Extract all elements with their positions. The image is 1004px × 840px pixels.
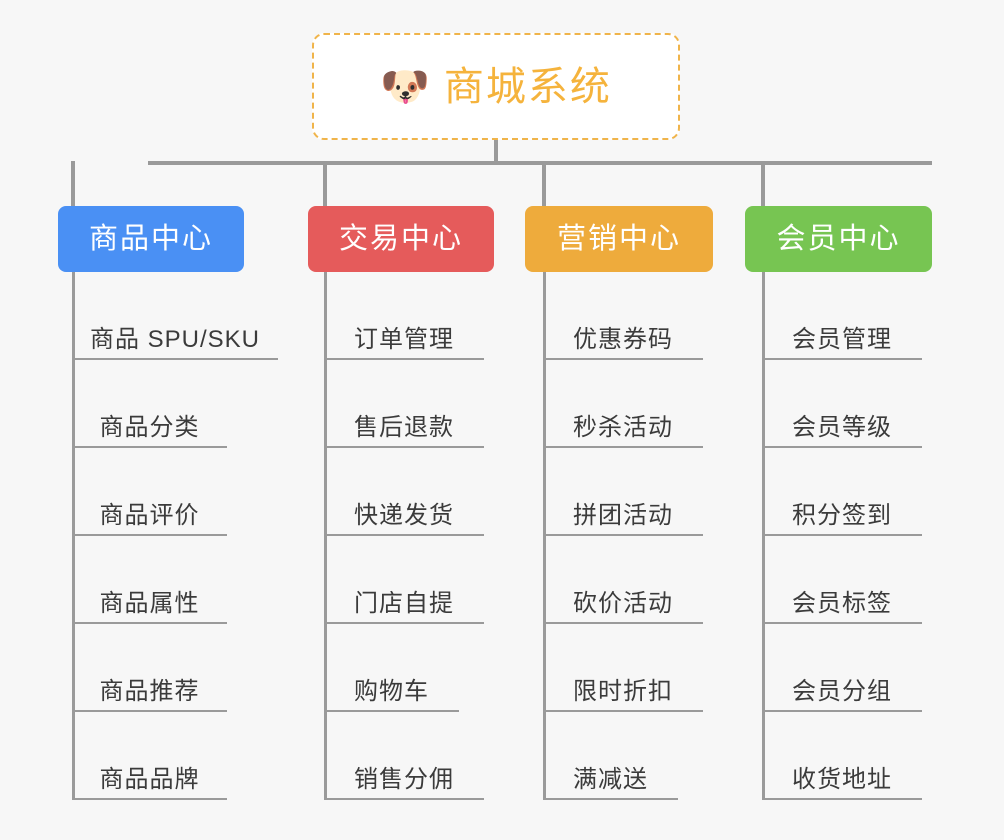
connector-drop-product-center	[71, 161, 75, 208]
connector-drop-trade-center	[323, 161, 327, 208]
leaf-item-label: 门店自提	[354, 590, 454, 617]
leaf-item-label: 砍价活动	[573, 590, 673, 617]
leaf-item[interactable]: 会员标签	[762, 536, 922, 624]
leaf-item[interactable]: 优惠券码	[543, 272, 703, 360]
leaf-item[interactable]: 会员管理	[762, 272, 922, 360]
leaf-item-label: 购物车	[354, 678, 429, 705]
leaf-item-label: 商品评价	[99, 502, 200, 529]
leaf-item[interactable]: 秒杀活动	[543, 360, 703, 448]
dog-face-icon: 🐶	[380, 64, 430, 109]
leaf-item[interactable]: 售后退款	[324, 360, 484, 448]
leaf-item[interactable]: 会员等级	[762, 360, 922, 448]
leaf-item[interactable]: 满减送	[543, 712, 678, 800]
leaf-item[interactable]: 订单管理	[324, 272, 484, 360]
leaf-item-label: 商品 SPU/SKU	[89, 326, 261, 353]
leaf-item[interactable]: 积分签到	[762, 448, 922, 536]
leaf-item-label: 收货地址	[792, 766, 892, 793]
leaf-item[interactable]: 销售分佣	[324, 712, 484, 800]
leaf-item-label: 商品推荐	[99, 678, 200, 705]
category-label: 营销中心	[556, 222, 681, 255]
leaf-item[interactable]: 快递发货	[324, 448, 484, 536]
leaf-item[interactable]: 收货地址	[762, 712, 922, 800]
category-label: 会员中心	[776, 222, 901, 255]
leaf-item-label: 拼团活动	[573, 502, 673, 529]
leaf-item[interactable]: 购物车	[324, 624, 459, 712]
connector-drop-marketing-center	[542, 161, 546, 208]
connector-root-stem	[494, 140, 498, 164]
leaf-item-label: 售后退款	[354, 414, 454, 441]
branch-trunk	[72, 272, 75, 800]
leaf-item-label: 订单管理	[354, 326, 454, 353]
branch-trunk	[543, 272, 546, 800]
branch-trunk	[762, 272, 765, 800]
leaf-item-label: 商品分类	[99, 414, 200, 441]
leaf-item[interactable]: 商品分类	[72, 360, 227, 448]
leaf-item[interactable]: 商品属性	[72, 536, 227, 624]
leaf-item[interactable]: 会员分组	[762, 624, 922, 712]
leaf-item-label: 销售分佣	[354, 766, 454, 793]
leaf-item-label: 积分签到	[792, 502, 892, 529]
leaf-item-label: 会员标签	[792, 590, 892, 617]
connector-drop-member-center	[761, 161, 765, 208]
leaf-item-label: 会员等级	[792, 414, 892, 441]
category-box-product-center[interactable]: 商品中心	[58, 206, 244, 272]
leaf-item-label: 限时折扣	[573, 678, 673, 705]
connector-horizontal-bus	[148, 161, 932, 165]
root-node[interactable]: 🐶 商城系统	[312, 33, 680, 140]
category-box-trade-center[interactable]: 交易中心	[308, 206, 494, 272]
leaf-item-label: 会员管理	[792, 326, 892, 353]
leaf-item[interactable]: 商品品牌	[72, 712, 227, 800]
category-label: 商品中心	[88, 222, 213, 255]
branch-trunk	[324, 272, 327, 800]
category-label: 交易中心	[338, 222, 463, 255]
leaf-item-label: 商品属性	[99, 590, 200, 617]
leaf-item-label: 秒杀活动	[573, 414, 673, 441]
leaf-item[interactable]: 砍价活动	[543, 536, 703, 624]
leaf-item[interactable]: 拼团活动	[543, 448, 703, 536]
leaf-item[interactable]: 商品推荐	[72, 624, 227, 712]
leaf-item[interactable]: 限时折扣	[543, 624, 703, 712]
category-box-marketing-center[interactable]: 营销中心	[525, 206, 713, 272]
leaf-item-label: 快递发货	[354, 502, 454, 529]
leaf-item-label: 会员分组	[792, 678, 892, 705]
leaf-item[interactable]: 商品 SPU/SKU	[72, 272, 278, 360]
leaf-item-label: 优惠券码	[573, 326, 673, 353]
category-box-member-center[interactable]: 会员中心	[745, 206, 932, 272]
root-title: 商城系统	[443, 64, 612, 109]
leaf-item[interactable]: 门店自提	[324, 536, 484, 624]
leaf-item[interactable]: 商品评价	[72, 448, 227, 536]
leaf-item-label: 商品品牌	[99, 766, 200, 793]
leaf-item-label: 满减送	[573, 766, 648, 793]
